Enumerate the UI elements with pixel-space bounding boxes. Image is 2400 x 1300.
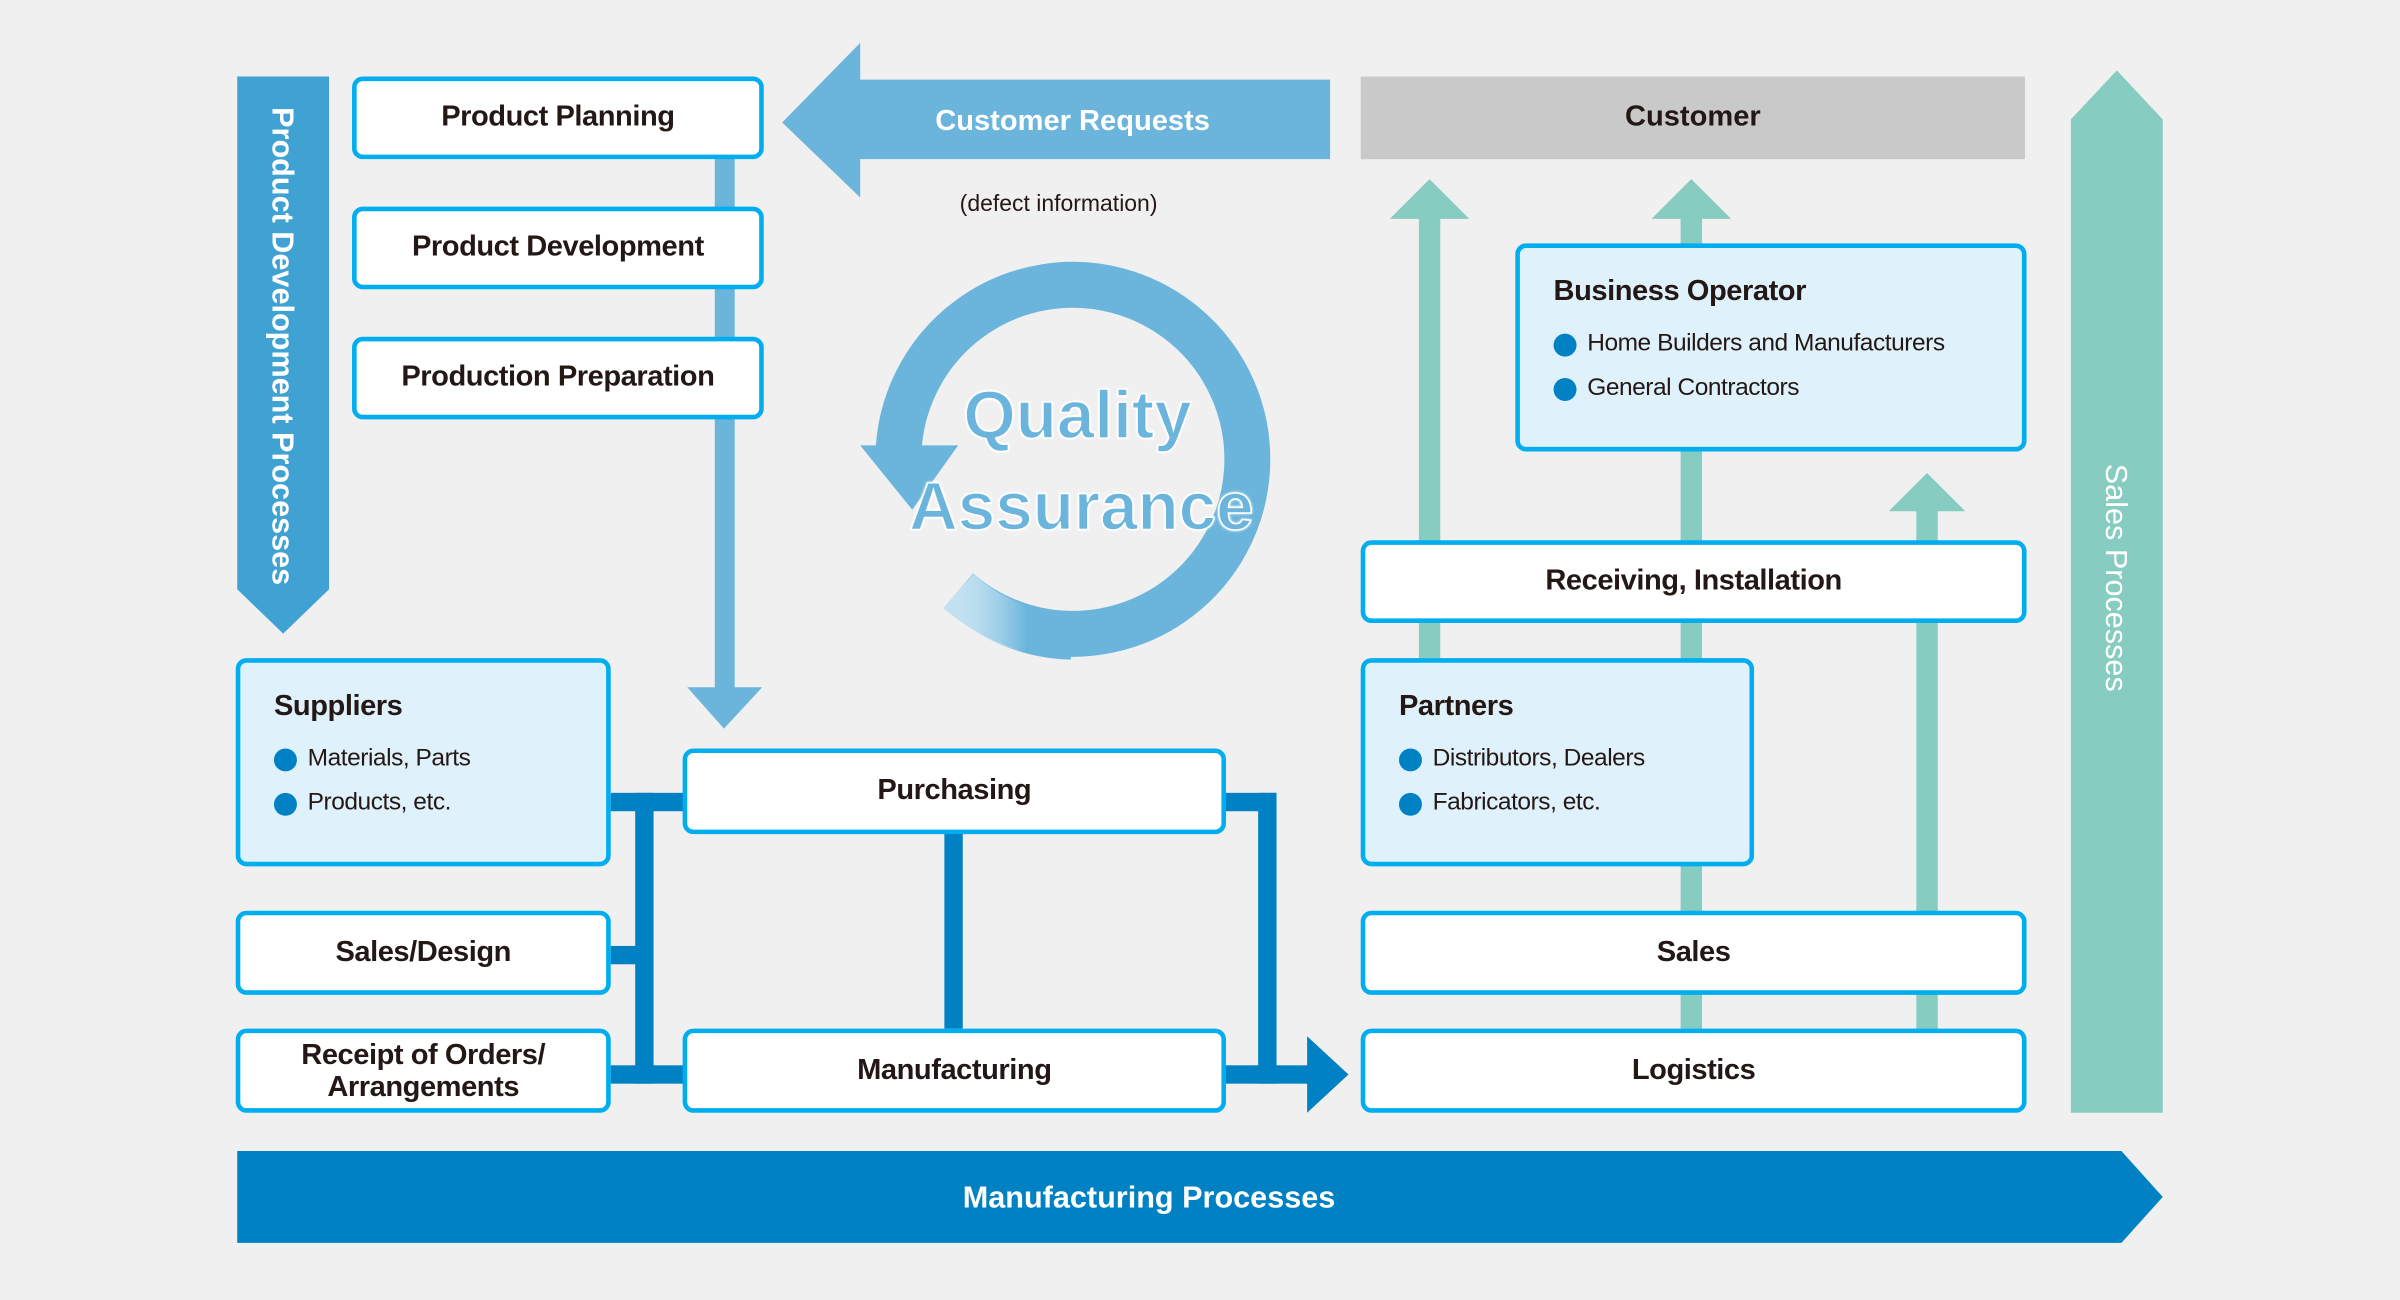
purchasing-box: Purchasing	[682, 748, 1227, 835]
manufacturing-box: Manufacturing	[682, 1028, 1227, 1113]
bullet-icon	[1553, 377, 1577, 401]
receipt-of-orders-box: Receipt of Orders/ Arrangements	[235, 1028, 611, 1113]
list-item: Materials, Parts	[273, 745, 606, 773]
business-operator-title: Business Operator	[1553, 275, 1807, 308]
sales-processes-label: Sales Processes	[2098, 463, 2133, 692]
quality-label: Quality	[963, 378, 1193, 454]
quality-cycle-icon	[860, 261, 1271, 660]
customer-requests-arrow	[782, 42, 1331, 198]
manufacturing-processes-arrow	[237, 1151, 2163, 1243]
partners-box: Partners Distributors, Dealers Fabricato…	[1360, 658, 1755, 867]
production-preparation-box: Production Preparation	[352, 336, 764, 420]
receipt-line-2: Arrangements	[327, 1070, 520, 1103]
product-development-box: Product Development	[352, 206, 764, 290]
bullet-icon	[1553, 332, 1577, 356]
receipt-line-1: Receipt of Orders/	[301, 1038, 546, 1071]
receiving-installation-box: Receiving, Installation	[1360, 540, 2027, 623]
list-item: Distributors, Dealers	[1398, 745, 1750, 773]
bullet-icon	[1398, 792, 1422, 816]
partners-title: Partners	[1398, 690, 1514, 723]
sales-design-box: Sales/Design	[235, 910, 611, 995]
development-flow-arrowhead	[687, 687, 763, 729]
sales-box: Sales	[1360, 910, 2027, 995]
product-development-label: Product Development Processes	[264, 107, 299, 586]
sales-processes-arrow	[2070, 70, 2163, 1113]
bullet-icon	[273, 792, 297, 816]
suppliers-box: Suppliers Materials, Parts Products, etc…	[235, 658, 611, 867]
logistics-box: Logistics	[1360, 1028, 2027, 1113]
product-planning-box: Product Planning	[352, 76, 764, 160]
business-operator-box: Business Operator Home Builders and Manu…	[1515, 243, 2027, 452]
manufacturing-processes-label: Manufacturing Processes	[962, 1181, 1336, 1216]
customer-box: Customer	[1360, 76, 2025, 160]
assurance-label: Assurance	[908, 469, 1254, 545]
product-development-arrow	[237, 76, 330, 634]
customer-requests-label: Customer Requests	[935, 105, 1210, 138]
bullet-icon	[273, 747, 297, 771]
list-item: Fabricators, etc.	[1398, 790, 1750, 818]
manufacturing-connectors	[610, 792, 1349, 1113]
bullet-icon	[1398, 747, 1422, 771]
defect-information-note: (defect information)	[959, 191, 1158, 218]
list-item: Home Builders and Manufacturers	[1553, 331, 2022, 359]
list-item: General Contractors	[1553, 375, 2022, 403]
list-item: Products, etc.	[273, 790, 606, 818]
suppliers-title: Suppliers	[273, 690, 403, 723]
